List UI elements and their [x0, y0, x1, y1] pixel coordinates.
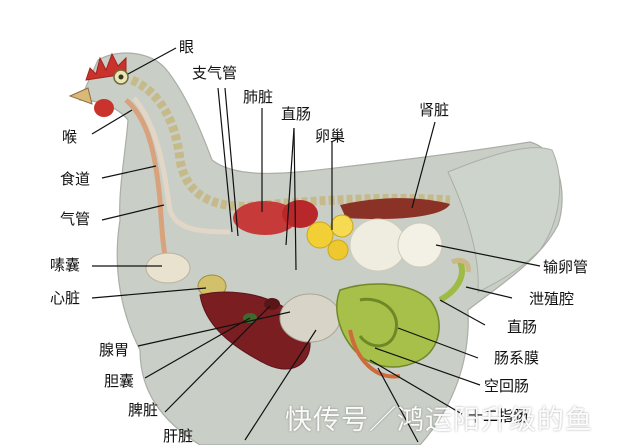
label-bronchus: 支气管 — [192, 64, 238, 82]
oviduct — [397, 222, 443, 268]
trachea-tube — [132, 96, 231, 235]
label-trachea: 气管 — [60, 210, 91, 228]
cloaca — [451, 257, 471, 273]
ovary-follicle — [327, 239, 349, 261]
label-crop: 嗉囊 — [50, 256, 81, 274]
label-proventriculus: 腺胃 — [99, 341, 130, 359]
chicken-body — [79, 52, 563, 445]
ovary-follicle — [330, 214, 354, 238]
label-spleen: 脾脏 — [128, 401, 159, 419]
rectum-tube — [438, 260, 465, 303]
watermark: 快传号／鸿运阳升级的鱼 — [285, 405, 593, 436]
intestines — [336, 283, 440, 368]
crop — [145, 252, 191, 284]
wattle — [94, 99, 114, 117]
duodenum-loop — [348, 329, 401, 379]
label-heart: 心脏 — [50, 289, 81, 307]
label-lung: 肺脏 — [243, 88, 274, 106]
lung-right — [282, 200, 318, 228]
label-oviduct: 输卵管 — [543, 258, 589, 276]
label-gallbladder: 胆囊 — [104, 372, 135, 390]
leader-lines — [91, 47, 541, 443]
label-larynx: 喉 — [62, 128, 78, 146]
kidney — [340, 198, 450, 220]
gizzard — [279, 293, 341, 343]
label-mesentery: 肠系膜 — [494, 349, 540, 367]
intestine-loop — [358, 297, 398, 348]
label-jejunum-ileum: 空回肠 — [484, 377, 530, 395]
label-rectum-right: 直肠 — [507, 318, 538, 336]
beak — [68, 87, 93, 105]
label-liver: 肝脏 — [163, 427, 194, 445]
label-eye: 眼 — [179, 38, 195, 56]
label-ovary: 卵巢 — [315, 127, 346, 145]
label-kidney: 肾脏 — [419, 101, 450, 119]
spleen — [264, 298, 280, 310]
label-duodenum: 十二指肠 — [468, 407, 529, 425]
pupil — [118, 74, 124, 80]
label-esophagus: 食道 — [60, 170, 91, 188]
label-cloaca: 泄殖腔 — [529, 290, 575, 308]
lung — [233, 201, 297, 235]
label-rectum-top: 直肠 — [281, 105, 312, 123]
ovary-follicle — [306, 221, 334, 249]
